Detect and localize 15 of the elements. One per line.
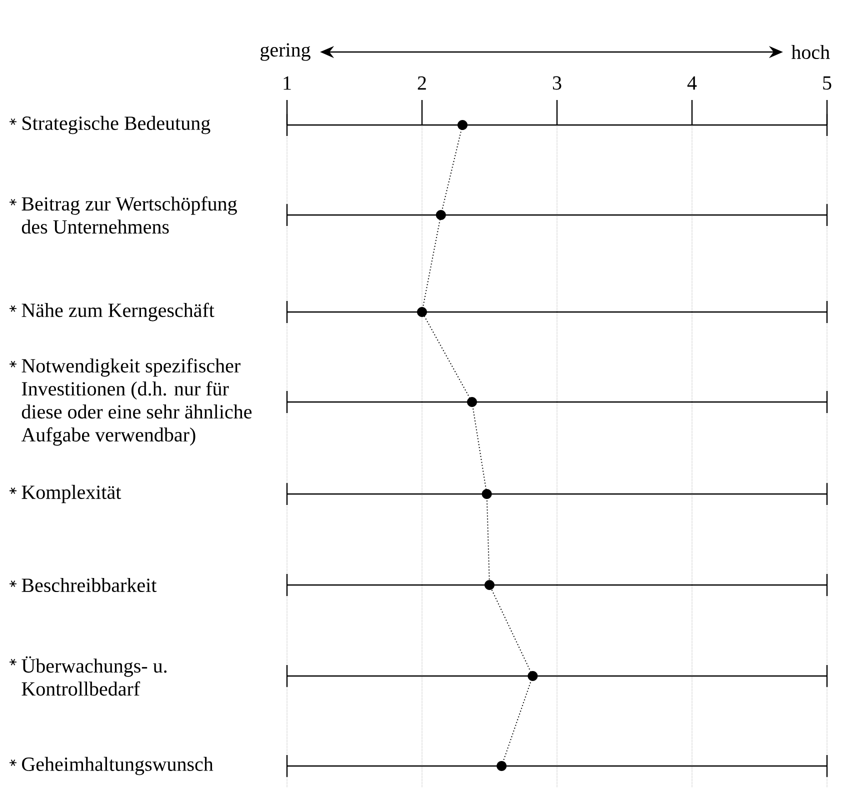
tick-label: 3 bbox=[552, 76, 562, 90]
criterion-label: Geheimhaltungswunsch bbox=[22, 756, 214, 776]
scale-label: hoch bbox=[791, 44, 830, 60]
criterion-label: Nähe zum Kerngeschäft bbox=[22, 302, 214, 322]
criterion-label: Strategische Bedeutung bbox=[22, 116, 210, 134]
tick-label: 4 bbox=[687, 76, 697, 90]
criterion-label: Beschreibbarkeit bbox=[22, 578, 157, 592]
tick-label: 5 bbox=[823, 76, 832, 90]
criterion-label: Notwendigkeit spezifischer Investitionen (d.h. nur für diese oder eine sehr ähnliche Aufgabe verwendbar) bbox=[21, 358, 252, 446]
criterion-label: Beitrag zur Wertschöpfung des Unternehmens bbox=[22, 196, 237, 234]
tick-label: 1 bbox=[284, 76, 291, 90]
scale-label: gering bbox=[260, 43, 310, 61]
criterion-label: Überwachungs- u. Kontrollbedarf bbox=[22, 656, 166, 696]
tick-label: 2 bbox=[418, 76, 426, 90]
criterion-label: Komplexität bbox=[22, 484, 122, 504]
